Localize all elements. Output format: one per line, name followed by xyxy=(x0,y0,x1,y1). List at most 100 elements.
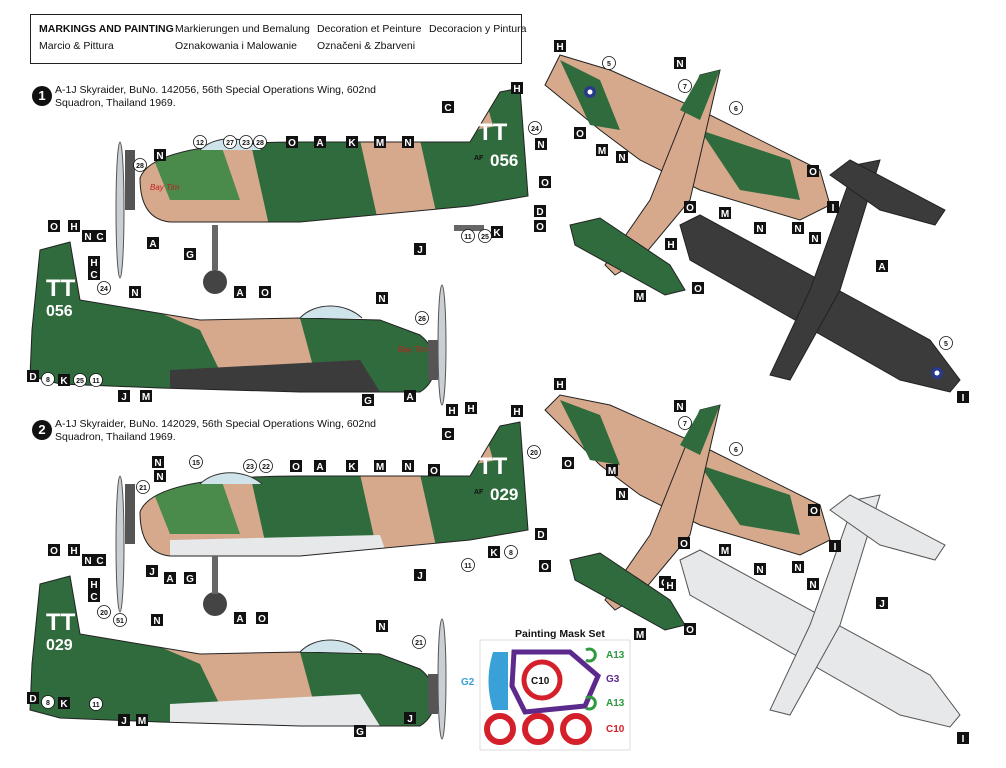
callout-label: M xyxy=(142,392,150,403)
callout-label: I xyxy=(962,734,965,745)
callout-s2-top-4: H xyxy=(465,402,477,415)
callout-s2-side-upper-22: N xyxy=(152,456,164,469)
callout-s1-bottom-3: I xyxy=(827,201,839,214)
callout-label: J xyxy=(407,714,413,725)
callout-label: 5 xyxy=(607,61,611,68)
callout-marker xyxy=(346,460,358,472)
callout-label: N xyxy=(809,580,816,591)
callout-label: H xyxy=(70,222,77,233)
callout-s1-side-lower-2: N xyxy=(82,230,94,243)
callout-label: K xyxy=(348,138,356,149)
callout-s1-side-lower-13: 8 xyxy=(41,372,55,386)
s1-fuselage-serial: 056 xyxy=(46,303,73,320)
callout-s2-side-lower-8: N xyxy=(151,614,163,627)
callout-label: 11 xyxy=(92,378,100,385)
callout-s2-side-lower-0: O xyxy=(48,544,60,557)
callout-label: M xyxy=(636,630,644,641)
header-title-es: Decoracion y Pintura xyxy=(429,23,527,35)
callout-s2-side-upper-12: N xyxy=(154,470,166,483)
callout-label: H xyxy=(70,546,77,557)
callout-marker xyxy=(428,464,440,476)
callout-s1-side-lower-16: 11 xyxy=(89,373,103,387)
mask-g3-shape xyxy=(509,649,602,715)
callout-label: O xyxy=(809,167,817,178)
callout-s1-side-upper-9: H xyxy=(511,82,523,95)
callout-marker xyxy=(118,714,130,726)
callout-s1-top-9: N xyxy=(754,222,766,235)
callout-marker xyxy=(88,256,100,268)
callout-marker xyxy=(133,158,147,172)
callout-label: 51 xyxy=(116,618,124,625)
callout-marker xyxy=(634,628,646,640)
callout-label: A xyxy=(316,462,323,473)
callout-label: N xyxy=(378,622,385,633)
callout-s2-side-lower-20: J xyxy=(404,712,416,725)
callout-s1-side-upper-19: G xyxy=(184,248,196,261)
callout-label: A xyxy=(236,614,243,625)
callout-label: A xyxy=(878,262,885,273)
s1-tail-serial: 056 xyxy=(490,151,518,170)
callout-s2-side-upper-17: 11 xyxy=(461,558,475,572)
callout-label: 7 xyxy=(683,84,687,91)
callout-s1-side-upper-21: N xyxy=(154,149,166,162)
callout-marker xyxy=(314,460,326,472)
callout-marker xyxy=(164,572,176,584)
callout-marker xyxy=(234,612,246,624)
callout-s2-side-upper-21: J xyxy=(146,565,158,578)
mask-label-g3: G3 xyxy=(606,674,620,685)
callout-marker xyxy=(73,373,87,387)
callout-marker xyxy=(792,222,804,234)
callout-marker xyxy=(535,528,547,540)
callout-marker xyxy=(48,544,60,556)
callout-label: 23 xyxy=(242,140,250,147)
callout-label: N xyxy=(618,153,625,164)
s2-fuselage-serial: 029 xyxy=(46,637,73,654)
callout-label: 8 xyxy=(46,700,50,707)
callout-marker xyxy=(939,336,953,350)
callout-s1-side-lower-7: N xyxy=(129,286,141,299)
callout-marker xyxy=(113,613,127,627)
callout-label: 20 xyxy=(530,450,538,457)
callout-marker xyxy=(82,230,94,242)
callout-label: N xyxy=(537,140,544,151)
callout-label: M xyxy=(721,209,729,220)
callout-label: K xyxy=(60,699,68,710)
callout-s2-side-lower-6: 20 xyxy=(97,605,111,619)
callout-label: K xyxy=(60,376,68,387)
callout-marker xyxy=(374,136,386,148)
callout-marker xyxy=(118,390,130,402)
callout-marker xyxy=(478,229,492,243)
callout-marker xyxy=(461,558,475,572)
callout-label: J xyxy=(417,245,423,256)
callout-marker xyxy=(511,82,523,94)
callout-label: H xyxy=(556,42,563,53)
header-title-pl: Oznakowania i Malowanie xyxy=(175,40,297,52)
callout-label: K xyxy=(493,228,501,239)
callout-s2-side-lower-14: 8 xyxy=(41,695,55,709)
callout-marker xyxy=(957,732,969,744)
callout-label: C xyxy=(444,430,451,441)
callout-s2-side-lower-17: J xyxy=(118,714,130,727)
callout-label: H xyxy=(90,580,97,591)
callout-marker xyxy=(414,243,426,255)
callout-s1-side-lower-19: G xyxy=(362,394,374,407)
callout-marker xyxy=(504,545,518,559)
callout-label: M xyxy=(598,146,606,157)
callout-marker xyxy=(692,282,704,294)
scheme-2-number: 2 xyxy=(32,420,52,440)
s1-nose-art-lower: Bay Tim xyxy=(398,345,428,354)
callout-label: J xyxy=(417,571,423,582)
callout-label: H xyxy=(513,407,520,418)
callout-marker xyxy=(554,378,566,390)
callout-marker xyxy=(27,692,39,704)
callout-s2-side-upper-19: G xyxy=(184,572,196,585)
callout-s2-top-8: O xyxy=(678,537,690,550)
mask-a13-shape-1 xyxy=(585,647,597,663)
callout-label: O xyxy=(288,138,296,149)
callout-marker xyxy=(94,230,106,242)
callout-label: N xyxy=(131,288,138,299)
callout-s2-side-lower-4: H xyxy=(88,578,100,591)
callout-s2-side-upper-3: O xyxy=(290,460,302,473)
callout-label: D xyxy=(536,207,543,218)
